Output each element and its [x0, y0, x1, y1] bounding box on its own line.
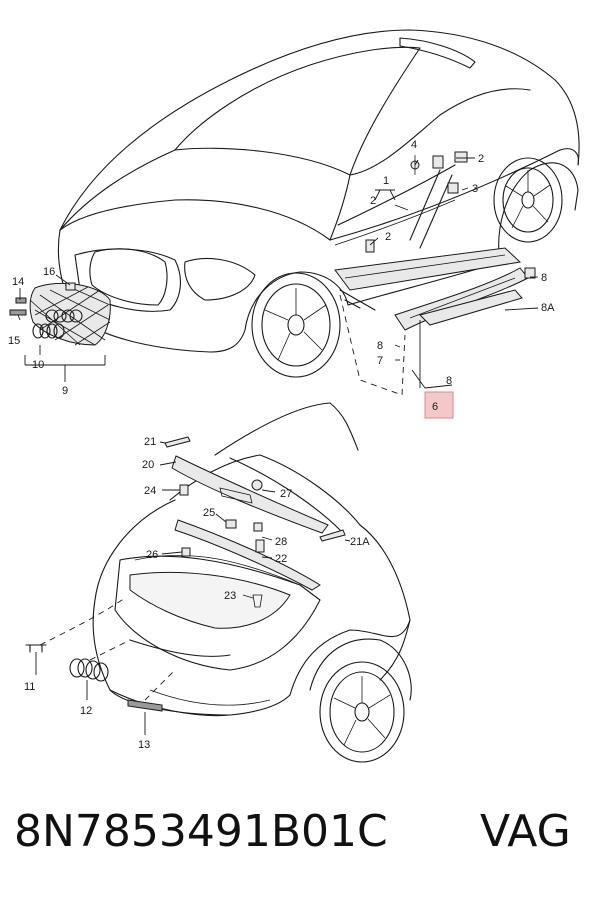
callout-14: 14 — [12, 276, 24, 288]
brand-label: VAG — [480, 806, 571, 857]
callout-9: 9 — [62, 385, 68, 397]
callout-4: 4 — [411, 139, 417, 151]
callout-22: 22 — [275, 553, 287, 565]
rear-wheel-bottom — [309, 638, 412, 763]
bottom-callouts: 11 12 13 20 21 21A 22 23 24 25 26 27 28 — [24, 436, 370, 751]
rear-wheel — [493, 157, 563, 243]
highlighted-part-box — [424, 391, 454, 419]
callout-21A: 21A — [350, 536, 370, 548]
callout-24: 24 — [144, 485, 156, 497]
callout-28: 28 — [275, 536, 287, 548]
callout-15: 15 — [8, 335, 20, 347]
callout-10: 10 — [32, 359, 44, 371]
callout-8c: 8 — [446, 375, 452, 387]
callout-8b: 8 — [541, 272, 547, 284]
callout-7: 7 — [377, 355, 383, 367]
top-callouts: 1 2 2 2 3 4 6 7 8 8 8 8A 9 10 14 15 16 — [8, 139, 555, 413]
callout-6: 6 — [432, 401, 438, 413]
callout-27: 27 — [280, 488, 292, 500]
callout-2c: 2 — [385, 231, 391, 243]
callout-13: 13 — [138, 739, 150, 751]
callout-16: 16 — [43, 266, 55, 278]
callout-20: 20 — [142, 459, 154, 471]
callout-23: 23 — [224, 590, 236, 602]
rear-car-body — [92, 402, 411, 717]
callout-11: 11 — [24, 681, 35, 693]
rear-loose-parts — [25, 436, 346, 712]
bottom-leader-lines — [35, 441, 351, 735]
callout-1: 1 — [383, 175, 389, 187]
callout-26: 26 — [146, 549, 158, 561]
callout-2b: 2 — [478, 153, 484, 165]
callout-8a: 8 — [377, 340, 383, 352]
part-number-label: 8N7853491B01C — [14, 806, 388, 857]
callout-8A: 8A — [541, 302, 555, 314]
callout-3: 3 — [472, 183, 478, 195]
rear-spoiler-assembly — [171, 455, 329, 608]
front-car-body — [57, 29, 580, 353]
callout-12: 12 — [80, 705, 92, 717]
front-rings-emblem — [32, 323, 65, 339]
sill-trim-assembly — [334, 151, 536, 331]
front-wheel — [251, 272, 341, 378]
callout-2a: 2 — [370, 195, 376, 207]
top-leader-lines — [17, 157, 539, 396]
callout-25: 25 — [203, 507, 215, 519]
callout-21: 21 — [144, 436, 156, 448]
